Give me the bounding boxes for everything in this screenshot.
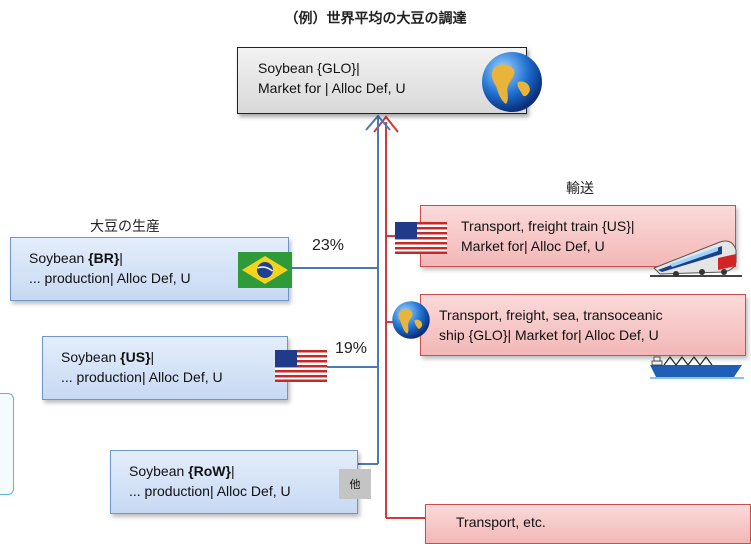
production-label: 大豆の生産 bbox=[90, 218, 160, 234]
transport-etc-line-1: Transport, etc. bbox=[456, 514, 546, 530]
transport-label: 輸送 bbox=[566, 180, 594, 196]
transport-box-ship: Transport, freight, sea, transoceanic sh… bbox=[420, 294, 746, 356]
ship-icon bbox=[650, 356, 744, 379]
transport-ship-line-1: Transport, freight, sea, transoceanic bbox=[439, 307, 663, 323]
production-box-us: Soybean {US}| ... production| Alloc Def,… bbox=[42, 336, 288, 400]
production-us-line-1: Soybean {US}| bbox=[61, 349, 155, 365]
transport-train-line-1: Transport, freight train {US}| bbox=[461, 218, 635, 234]
transport-ship-line-2: ship {GLO}| Market for| Alloc Def, U bbox=[439, 327, 659, 343]
production-us-line-2: ... production| Alloc Def, U bbox=[61, 369, 223, 385]
transport-box-etc: Transport, etc. bbox=[425, 504, 751, 544]
us-flag-icon bbox=[395, 222, 447, 254]
globe-icon bbox=[482, 52, 542, 112]
production-row-line-1: Soybean {RoW}| bbox=[129, 463, 235, 479]
other-badge-text: 他 bbox=[349, 479, 361, 491]
other-badge: 他 bbox=[339, 469, 371, 499]
small-globe-icon bbox=[392, 301, 430, 339]
brazil-flag-icon bbox=[238, 252, 292, 288]
page-title: （例）世界平均の大豆の調達 bbox=[284, 10, 467, 26]
production-br-line-1: Soybean {BR}| bbox=[29, 250, 123, 266]
train-icon bbox=[650, 240, 742, 277]
market-line-2: Market for | Alloc Def, U bbox=[258, 80, 406, 96]
market-box: Soybean {GLO}| Market for | Alloc Def, U bbox=[237, 47, 527, 114]
production-row-line-2: ... production| Alloc Def, U bbox=[129, 483, 291, 499]
market-line-1: Soybean {GLO}| bbox=[258, 60, 360, 76]
share-us: 19% bbox=[335, 340, 368, 357]
production-br-line-2: ... production| Alloc Def, U bbox=[29, 270, 191, 286]
transport-train-line-2: Market for| Alloc Def, U bbox=[461, 238, 605, 254]
partial-left-box bbox=[0, 393, 14, 495]
production-box-row: Soybean {RoW}| ... production| Alloc Def… bbox=[110, 450, 358, 514]
us-flag-icon-2 bbox=[275, 350, 327, 382]
share-br: 23% bbox=[312, 237, 345, 254]
